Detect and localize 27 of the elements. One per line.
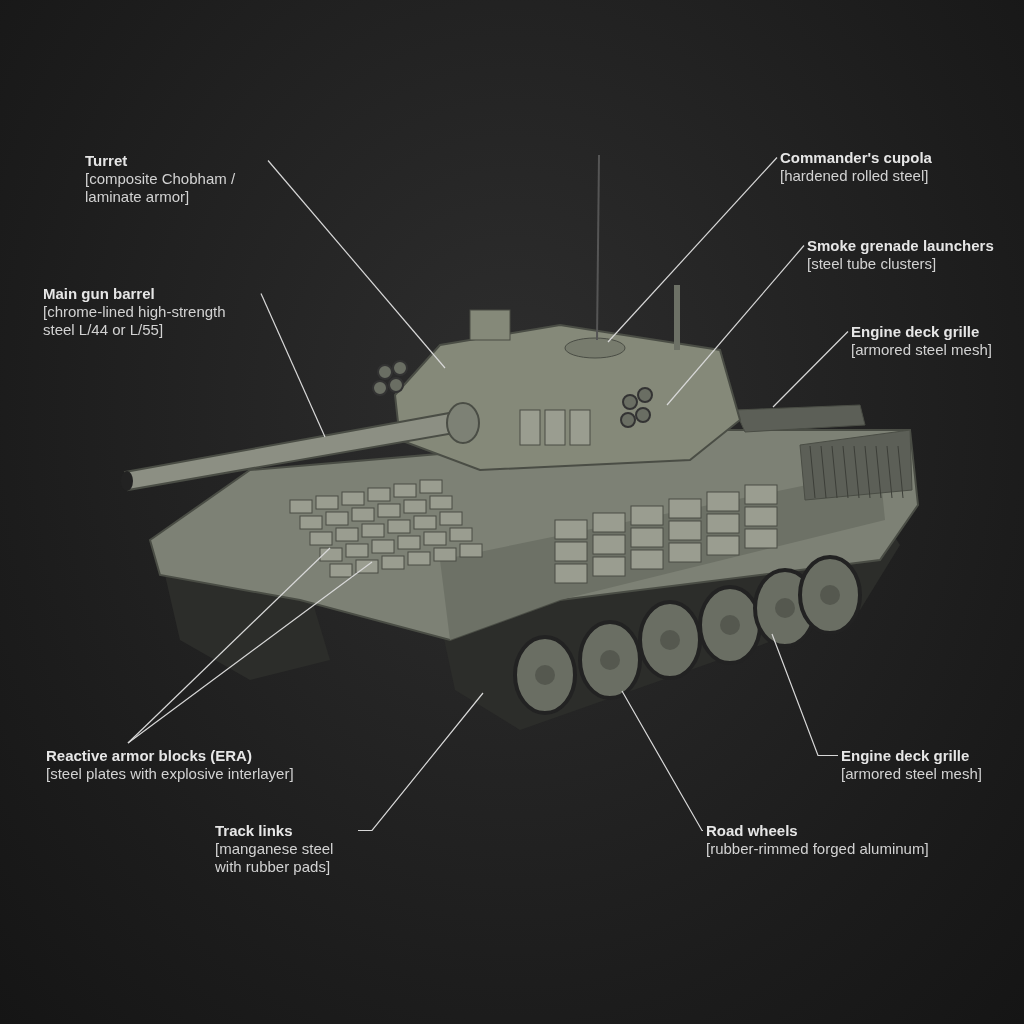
part-name: Engine deck grille — [851, 322, 980, 341]
material-note: [hardened rolled steel] — [780, 167, 929, 185]
material-note: [armored steel mesh] — [851, 341, 992, 359]
part-name: Smoke grenade launchers — [807, 236, 994, 255]
leader-line — [621, 690, 704, 832]
leader-line — [771, 633, 839, 757]
material-note: [manganese steel with rubber pads] — [215, 840, 335, 876]
part-name: Turret — [85, 151, 128, 170]
leader-line — [127, 561, 373, 744]
material-note: [armored steel mesh] — [841, 765, 982, 783]
leader-line — [267, 159, 446, 369]
leader-line — [666, 244, 805, 406]
part-name: Track links — [215, 821, 293, 840]
material-note: [chrome-lined high-strength steel L/44 or L/55] — [43, 303, 227, 339]
leader-line — [357, 692, 484, 832]
leader-line — [772, 330, 849, 408]
part-name: Reactive armor blocks (ERA) — [46, 746, 252, 765]
material-note: [composite Chobham / laminate armor] — [85, 170, 237, 206]
leader-line — [607, 156, 778, 343]
part-name: Road wheels — [706, 821, 798, 840]
part-name: Main gun barrel — [43, 284, 155, 303]
part-name: Engine deck grille — [841, 746, 970, 765]
material-note: [steel tube clusters] — [807, 255, 937, 273]
leader-line — [260, 292, 326, 438]
part-name: Commander's cupola — [780, 148, 932, 167]
material-note: [steel plates with explosive interlayer] — [46, 765, 294, 783]
material-note: [rubber-rimmed forged aluminum] — [706, 840, 929, 858]
